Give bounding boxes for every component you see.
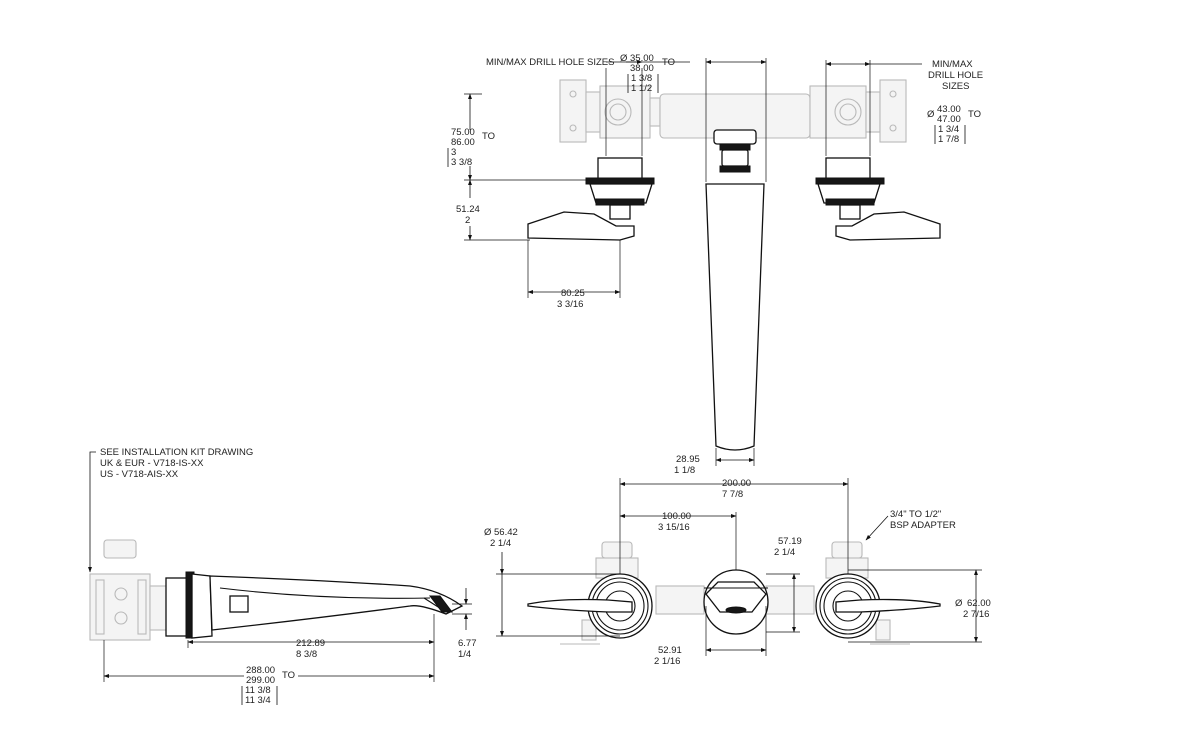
right-drill-min: 43.00 (937, 104, 961, 115)
dim-spout-reach (187, 614, 435, 682)
outlet-in: 1/4 (458, 649, 471, 660)
spout-tip-in: 1 1/8 (674, 465, 695, 476)
bracket-lines (627, 74, 659, 93)
adapter-note-2: BSP ADAPTER (890, 520, 956, 531)
dia-symbol: Ø (927, 109, 935, 120)
overall-min-in: 11 3/8 (245, 685, 271, 696)
right-drill-label-1: MIN/MAX (932, 59, 973, 70)
projection-min: 75.00 (451, 127, 475, 138)
half-centers-in: 3 15/16 (658, 522, 690, 533)
handle-rose-in: 2 1/4 (490, 538, 511, 549)
dim-spout-tip (715, 448, 755, 466)
projection-max-in: 3 3/8 (451, 157, 472, 168)
front-view-installation-body (560, 541, 910, 645)
right-drill-label-3: SIZES (942, 81, 969, 92)
handle-rose-value: 56.42 (494, 527, 518, 538)
front-right-handle (815, 573, 941, 639)
top-view-spout (705, 129, 765, 451)
outlet-value: 6.77 (458, 638, 477, 649)
left-drill-max-in: 1 1/2 (631, 83, 652, 94)
dim-rose-dia (848, 569, 982, 643)
dim-outlet (452, 588, 472, 630)
spout-rose-width-in: 2 1/16 (654, 656, 680, 667)
dim-projection (464, 93, 588, 181)
handle-length-value: 80.25 (561, 288, 585, 299)
spout-tip-value: 28.95 (676, 454, 700, 465)
side-view-spout (165, 571, 464, 639)
centers-in: 7 7/8 (722, 489, 743, 500)
dia-symbol: Ø (620, 53, 628, 64)
handle-height-in: 2 (465, 215, 470, 226)
left-drill-min-in: 1 3/8 (631, 73, 652, 84)
half-centers-value: 100.00 (662, 511, 691, 522)
rose-dia-in: 2 7/16 (963, 609, 989, 620)
left-drill-min: 35.00 (630, 53, 654, 64)
left-drill-to: TO (662, 57, 675, 68)
dim-spout-rose-width (705, 606, 767, 656)
projection-max: 86.00 (451, 137, 475, 148)
handle-height-value: 51.24 (456, 204, 480, 215)
right-drill-max: 47.00 (937, 114, 961, 125)
dim-left-drill-hole (605, 60, 690, 156)
adapter-leader (865, 515, 889, 541)
projection-to: TO (482, 131, 495, 142)
spout-reach-in: 8 3/8 (296, 649, 317, 660)
right-drill-max-in: 1 7/8 (938, 134, 959, 145)
side-view-installation-body (89, 539, 169, 641)
spout-reach-value: 212.89 (296, 638, 325, 649)
dim-spout-rose-height (766, 573, 800, 633)
handle-length-in: 3 3/16 (557, 299, 583, 310)
right-drill-label-2: DRILL HOLE (928, 70, 983, 81)
dim-half-centers (619, 512, 737, 570)
installation-note-3: US - V718-AIS-XX (100, 469, 179, 480)
left-drill-max: 38.00 (630, 63, 654, 74)
spout-rose-height-in: 2 1/4 (774, 547, 795, 558)
dim-overall (103, 640, 435, 682)
overall-min: 288.00 (246, 665, 275, 676)
projection-min-in: 3 (451, 147, 456, 158)
right-drill-min-in: 1 3/4 (938, 124, 959, 135)
top-view-right-handle (815, 157, 941, 241)
front-view: 200.00 7 7/8 100.00 3 15/16 Ø 56.42 2 1/… (484, 478, 991, 667)
centers-value: 200.00 (722, 478, 751, 489)
front-left-handle (527, 573, 653, 639)
dia-symbol: Ø (484, 527, 492, 538)
overall-max-in: 11 3/4 (245, 695, 271, 706)
dim-handle-length (527, 240, 621, 298)
dim-handle-rose (496, 552, 620, 637)
note-leader (88, 451, 96, 573)
overall-to: TO (282, 670, 295, 681)
right-drill-to: TO (968, 109, 981, 120)
dim-handle-height (464, 179, 530, 241)
adapter-note-1: 3/4" TO 1/2" (890, 509, 941, 520)
side-view: SEE INSTALLATION KIT DRAWING UK & EUR - … (88, 447, 477, 706)
installation-note-2: UK & EUR - V718-IS-XX (100, 458, 204, 469)
dim-right-drill-hole (825, 60, 922, 156)
installation-note-1: SEE INSTALLATION KIT DRAWING (100, 447, 253, 458)
front-spout (703, 569, 769, 635)
dim-spout-top (705, 58, 767, 182)
spout-rose-height-value: 57.19 (778, 536, 802, 547)
top-view-left-handle (527, 157, 655, 241)
dim-centers (619, 478, 849, 574)
dia-symbol: Ø (955, 598, 963, 609)
left-drill-hole-label: MIN/MAX DRILL HOLE SIZES (486, 57, 614, 68)
rose-dia-value: 62.00 (967, 598, 991, 609)
overall-max: 299.00 (246, 675, 275, 686)
bracket-lines (934, 125, 966, 144)
top-view: MIN/MAX DRILL HOLE SIZES Ø 35.00 38.00 T… (447, 53, 983, 476)
spout-rose-width-value: 52.91 (658, 645, 682, 656)
bracket-lines (241, 686, 278, 705)
